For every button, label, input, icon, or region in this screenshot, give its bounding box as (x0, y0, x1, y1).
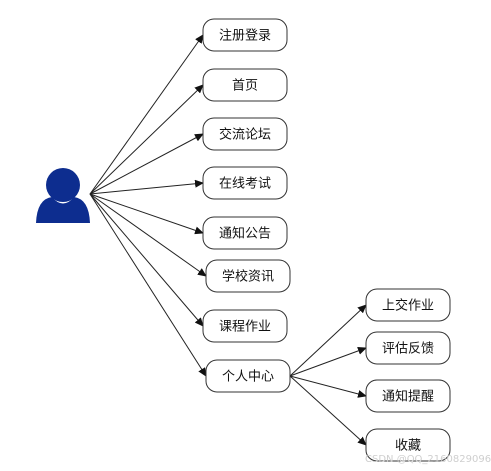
primary-node-1-box (202, 68, 288, 102)
primary-node-7-box (205, 359, 291, 393)
secondary-node-3-label: 收藏 (395, 439, 421, 454)
primary-node-6-label: 课程作业 (219, 320, 271, 335)
secondary-node-0-box (365, 288, 451, 322)
user-icon (36, 168, 90, 223)
primary-node-6-box (202, 309, 288, 343)
connector-hub-to-secondary-3 (289, 375, 367, 446)
secondary-node-2-box (365, 379, 451, 413)
secondary-node-2-label: 通知提醒 (382, 389, 434, 405)
primary-node-4-box (202, 216, 288, 250)
secondary-node-1-box (365, 331, 451, 365)
primary-node-0-label: 注册登录 (219, 29, 271, 44)
primary-node-2-label: 交流论坛 (219, 127, 271, 143)
connector-root-to-primary-2 (89, 133, 204, 195)
watermark: CSDN @QQ_2160829096 (365, 454, 491, 465)
primary-node-3-box (202, 166, 288, 200)
connector-hub-to-secondary-2 (289, 375, 367, 398)
primary-node-5: 学校资讯 (205, 259, 291, 293)
secondary-node-1-label: 评估反馈 (382, 342, 434, 357)
secondary-node-0-label: 上交作业 (382, 298, 434, 314)
connector-lines (89, 34, 367, 446)
primary-node-4: 通知公告 (202, 216, 288, 250)
primary-node-3-label: 在线考试 (219, 177, 271, 192)
primary-node-5-box (205, 259, 291, 293)
connector-root-to-primary-5 (89, 193, 207, 277)
connector-root-to-primary-7 (89, 193, 207, 377)
primary-node-6: 课程作业 (202, 309, 288, 343)
connector-root-to-primary-4 (89, 193, 204, 235)
connector-hub-to-secondary-1 (289, 347, 367, 377)
primary-node-7-label: 个人中心 (222, 370, 274, 385)
connector-root-to-primary-3 (89, 179, 204, 195)
connector-root-to-primary-6 (89, 193, 204, 327)
connector-root-to-primary-0 (89, 34, 204, 195)
secondary-node-3: 收藏 (365, 428, 451, 462)
secondary-node-3-box (365, 428, 451, 462)
primary-node-7: 个人中心 (205, 359, 291, 393)
connector-root-to-primary-1 (89, 84, 204, 195)
connector-hub-to-secondary-0 (289, 304, 367, 377)
secondary-node-2: 通知提醒 (365, 379, 451, 413)
secondary-node-0: 上交作业 (365, 288, 451, 322)
primary-node-0-box (202, 18, 288, 52)
primary-node-3: 在线考试 (202, 166, 288, 200)
primary-node-5-label: 学校资讯 (222, 269, 274, 285)
primary-node-2: 交流论坛 (202, 117, 288, 151)
primary-node-2-box (202, 117, 288, 151)
secondary-node-1: 评估反馈 (365, 331, 451, 365)
primary-node-4-label: 通知公告 (219, 226, 271, 242)
primary-node-0: 注册登录 (202, 18, 288, 52)
primary-node-1: 首页 (202, 68, 288, 102)
primary-node-1-label: 首页 (232, 79, 258, 94)
